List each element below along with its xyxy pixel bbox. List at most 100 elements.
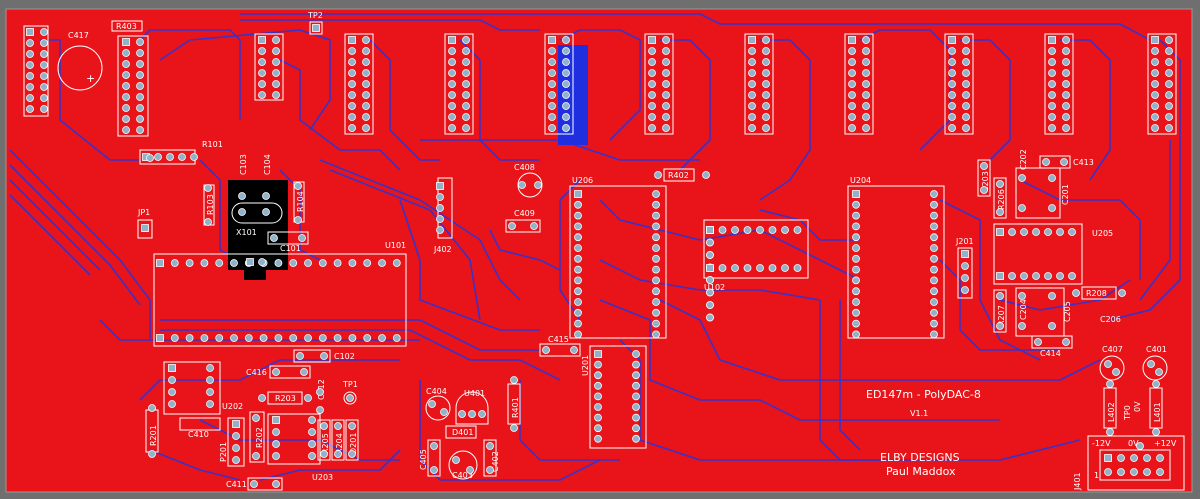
pad [362, 69, 370, 77]
pad [930, 298, 938, 306]
pad [1044, 272, 1052, 280]
u101-label: U101 [385, 241, 406, 250]
component-pads [26, 24, 1173, 488]
pad [562, 91, 570, 99]
pad [1165, 124, 1173, 132]
pad [258, 394, 266, 402]
u204-outline [847, 185, 945, 339]
pad [168, 376, 176, 384]
pad [1156, 468, 1164, 476]
l401-label: L401 [1153, 402, 1162, 422]
pad [961, 286, 969, 294]
pad [1062, 47, 1070, 55]
pad [1062, 69, 1070, 77]
pad [534, 181, 542, 189]
pad [574, 254, 582, 263]
pad [930, 276, 938, 285]
pad [632, 413, 640, 422]
pad [562, 124, 570, 132]
d401-outline [445, 425, 477, 439]
pad [1048, 80, 1056, 88]
pad [793, 264, 802, 272]
c417-outline [57, 45, 103, 91]
pad [862, 91, 870, 99]
pad [862, 58, 870, 66]
pad [1056, 272, 1064, 280]
c411-outline [247, 477, 283, 491]
pad [632, 424, 640, 433]
pad [1068, 272, 1076, 280]
c411-label: C411 [226, 480, 247, 489]
pad [452, 456, 460, 464]
pad [706, 238, 714, 247]
pad [706, 301, 714, 309]
pad [148, 450, 156, 458]
pad [574, 330, 582, 339]
pad [548, 58, 556, 66]
pad [574, 190, 582, 198]
pad [762, 58, 770, 66]
pad [362, 80, 370, 88]
pad [748, 80, 756, 88]
pad [272, 440, 280, 448]
pad [574, 233, 582, 242]
pad [852, 254, 860, 263]
pad [662, 91, 670, 99]
pad [259, 334, 268, 342]
r202-label: R202 [255, 427, 264, 448]
pad [300, 368, 308, 376]
c416-outline [269, 365, 311, 379]
x101-label: X101 [236, 228, 257, 237]
pad [632, 381, 640, 390]
pad [756, 264, 764, 272]
pad [26, 61, 34, 69]
r202-outline [249, 411, 265, 463]
c415-label: C415 [548, 335, 569, 344]
pad [289, 259, 298, 267]
pad [574, 298, 582, 306]
r207-label: R207 [997, 305, 1006, 326]
pad [852, 287, 860, 296]
d401-label: D401 [452, 428, 473, 437]
bottom-layer-traces [9, 13, 1181, 481]
pad [562, 58, 570, 66]
pad [748, 113, 756, 121]
c408-label: C408 [514, 163, 535, 172]
pad [448, 113, 456, 121]
pad [244, 334, 253, 342]
pad [136, 93, 144, 101]
pad [632, 350, 640, 358]
pad [348, 80, 356, 88]
pad [148, 404, 156, 412]
pad [136, 60, 144, 68]
pad [574, 276, 582, 285]
pad [648, 113, 656, 121]
pad [26, 72, 34, 80]
pad [1151, 91, 1159, 99]
pad [594, 392, 602, 401]
pad [316, 388, 324, 396]
pad [1165, 47, 1173, 55]
pad [348, 450, 356, 458]
pad [542, 346, 550, 354]
pad [1060, 158, 1068, 166]
pad [632, 403, 640, 411]
pad [510, 424, 518, 432]
pad [170, 334, 179, 342]
pad [392, 334, 401, 342]
pad [762, 102, 770, 110]
pad [574, 211, 582, 220]
pad [706, 276, 714, 284]
pad [26, 83, 34, 91]
u203-outline [267, 413, 321, 465]
u204-label: U204 [850, 176, 871, 185]
pad [272, 36, 280, 44]
pad [748, 58, 756, 66]
pad [652, 308, 660, 317]
pad [1117, 468, 1125, 476]
pad [648, 47, 656, 55]
pad [652, 287, 660, 296]
pad [996, 322, 1004, 330]
pad [594, 413, 602, 422]
pad [462, 47, 470, 55]
